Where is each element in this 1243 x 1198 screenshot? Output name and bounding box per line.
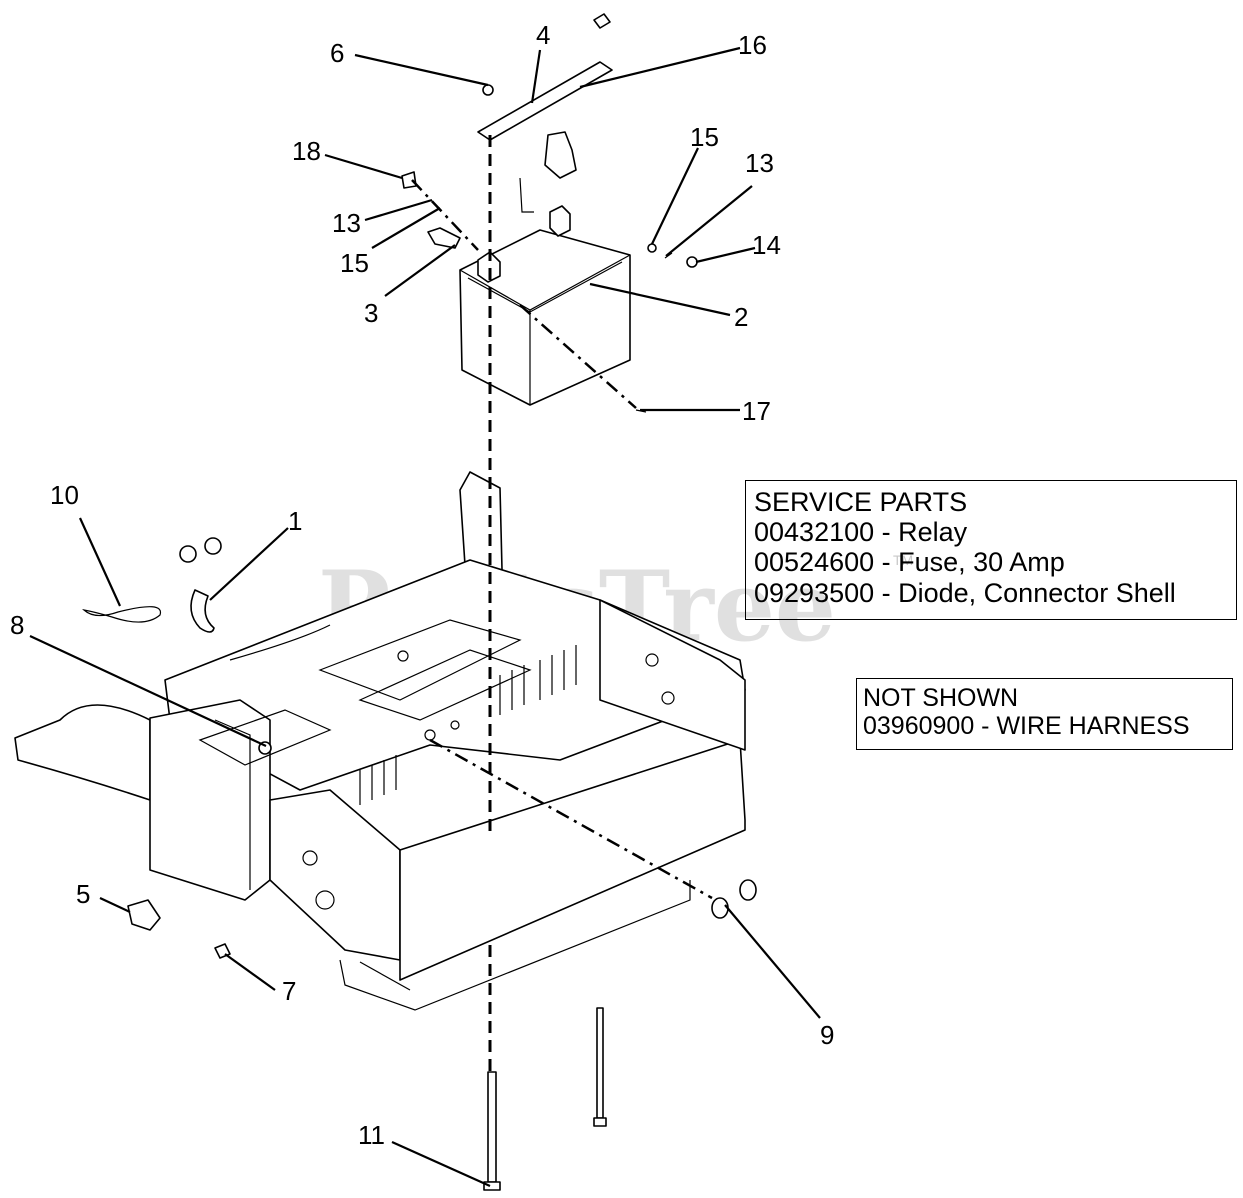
callout-11: 11	[358, 1120, 385, 1150]
service-part-item: 00432100 - Relay	[754, 517, 968, 548]
callout-9: 9	[820, 1020, 834, 1050]
service-parts-title: SERVICE PARTS	[754, 487, 968, 517]
callout-15-left: 15	[340, 248, 369, 278]
callout-4: 4	[536, 20, 550, 50]
frame-drawing	[14, 471, 746, 1011]
callout-5: 5	[76, 879, 90, 909]
alignment-lines	[411, 135, 713, 1075]
service-parts-box: SERVICE PARTS 00432100 - Relay 00524600 …	[745, 480, 1237, 620]
callout-18: 18	[292, 136, 321, 166]
service-part-item: 00524600 - Fuse, 30 Amp	[754, 547, 1065, 578]
cable-boot	[544, 131, 577, 179]
not-shown-item: 03960900 - WIRE HARNESS	[863, 712, 1190, 740]
callout-10: 10	[50, 480, 79, 510]
battery-drawing	[459, 205, 631, 406]
callout-15-right: 15	[690, 122, 719, 152]
callout-13-right: 13	[745, 148, 774, 178]
not-shown-box: NOT SHOWN 03960900 - WIRE HARNESS	[856, 678, 1233, 750]
callout-labels: 6 4 16 18 15 13 13 14 15 3 2 17 10 1 8 5…	[10, 20, 834, 1150]
callout-14: 14	[752, 230, 781, 260]
service-part-item: 09293500 - Diode, Connector Shell	[754, 577, 1176, 608]
callout-13-left: 13	[332, 208, 361, 238]
callout-1: 1	[288, 506, 302, 536]
watermark-trademark: TM	[893, 552, 913, 568]
callout-6: 6	[330, 38, 344, 68]
leader-lines	[29, 46, 821, 1188]
callout-7: 7	[282, 976, 296, 1006]
callout-3: 3	[364, 298, 378, 328]
not-shown-title: NOT SHOWN	[863, 684, 1019, 712]
callout-8: 8	[10, 610, 24, 640]
callout-16: 16	[738, 30, 767, 60]
callout-17: 17	[742, 396, 771, 426]
callout-2: 2	[734, 302, 748, 332]
